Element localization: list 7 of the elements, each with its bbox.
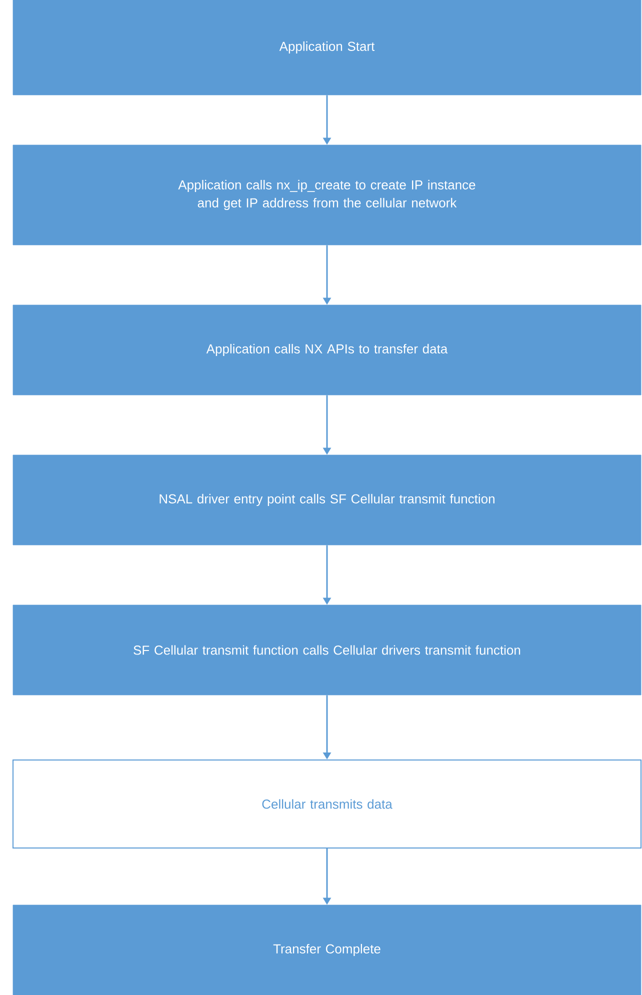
process-box: Transfer Complete [12,904,642,995]
data-box: Cellular transmits data [12,760,642,848]
process-box: Application calls NX APIs to transfer data [12,304,642,396]
process-box: Application calls nx_ip_create to create IP instance and get IP address from the cellular network [12,144,642,246]
process-box: Application Start [12,0,642,96]
process-box: SF Cellular transmit function calls Cellular drivers transmit function [12,604,642,696]
process-box: NSAL driver entry point calls SF Cellular transmit function [12,454,642,546]
